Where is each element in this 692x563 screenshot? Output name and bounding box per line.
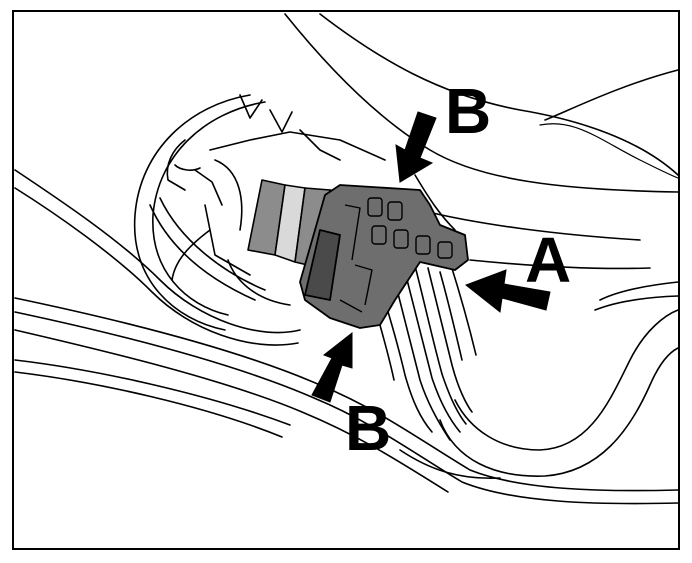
callout-a: A (525, 224, 571, 296)
body-panel-lines (284, 13, 679, 270)
arrow-a (464, 269, 551, 313)
terminal-cavity (393, 229, 409, 249)
left-wire-harness (14, 169, 301, 346)
callout-b-bottom: B (345, 392, 391, 464)
callout-b-top: B (445, 75, 491, 147)
terminal-cavity (367, 197, 383, 217)
terminal-cavity (415, 235, 431, 255)
terminal-cavity (371, 225, 387, 245)
arrow-b-bottom (311, 331, 353, 403)
electrical-connector (299, 184, 469, 329)
right-cable-bundle (439, 281, 679, 477)
connector-shadow-face (304, 229, 341, 301)
connector-body (299, 184, 469, 329)
terminal-cavity (387, 201, 403, 221)
terminal-cavity (437, 241, 453, 259)
arrow-b-top (395, 111, 437, 183)
lower-wire-harness (14, 297, 679, 505)
lamp-socket-housing (133, 94, 386, 331)
